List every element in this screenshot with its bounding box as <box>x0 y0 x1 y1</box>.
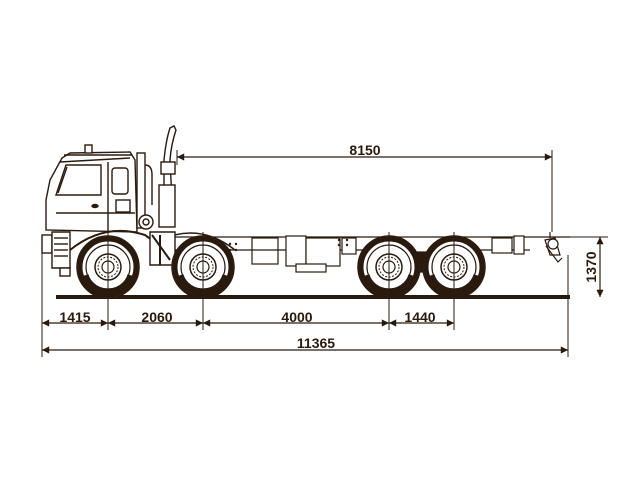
dim-label-1415: 1415 <box>59 309 90 325</box>
dim-label-2060: 2060 <box>141 309 172 325</box>
exhaust-stack <box>136 125 177 266</box>
dim-label-4000: 4000 <box>281 309 312 325</box>
chassis-frame <box>150 232 570 273</box>
dim-label-1440: 1440 <box>404 309 435 325</box>
dim-label-8150: 8150 <box>349 142 380 158</box>
dim-label-11365: 11365 <box>297 335 335 351</box>
extension-lines <box>41 150 608 357</box>
ground-line <box>56 295 570 299</box>
dim-label-1370: 1370 <box>583 251 599 282</box>
truck-cab <box>41 144 236 277</box>
